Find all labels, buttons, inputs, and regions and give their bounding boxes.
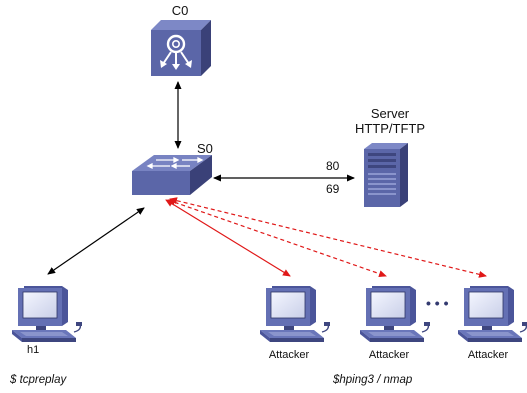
link-s0-attacker-2 bbox=[167, 198, 387, 278]
port-upper-label: 80 bbox=[326, 159, 340, 173]
link-s0-attacker-3 bbox=[169, 197, 487, 278]
host-label: h1 bbox=[27, 344, 40, 356]
attacker-3-computer-icon bbox=[457, 285, 527, 343]
switch-icon bbox=[132, 155, 212, 195]
controller-label: C0 bbox=[171, 3, 189, 18]
attackers-ellipsis: • • • bbox=[426, 295, 449, 311]
attackers-command: $hping3 / nmap bbox=[333, 374, 413, 386]
attacker-3-label: Attacker bbox=[467, 349, 509, 361]
attacker-1-computer-icon bbox=[259, 285, 331, 343]
h1-computer-icon bbox=[11, 285, 83, 343]
link-s0-attacker-1 bbox=[165, 199, 291, 277]
host-command: $ tcpreplay bbox=[10, 374, 67, 386]
port-lower-label: 69 bbox=[326, 182, 340, 196]
attacker-1-label: Attacker bbox=[268, 349, 310, 361]
attacker-2-label: Attacker bbox=[368, 349, 410, 361]
controller-icon bbox=[151, 20, 211, 76]
server-label-line2: HTTP/TFTP bbox=[354, 121, 426, 136]
link-s0-h1 bbox=[47, 207, 145, 275]
switch-label: S0 bbox=[197, 141, 213, 156]
attacker-2-computer-icon bbox=[359, 285, 431, 343]
server-label-line1: Server bbox=[370, 106, 410, 121]
server-icon bbox=[364, 143, 408, 207]
